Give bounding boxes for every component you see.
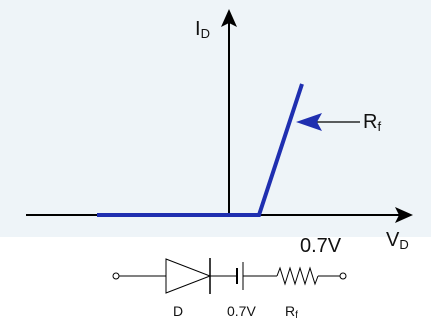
diode-label: D	[173, 303, 183, 319]
left-terminal	[112, 272, 120, 280]
x-axis-arrowhead	[395, 207, 413, 223]
diode-characteristic-curve	[97, 83, 304, 217]
slope-pointer-arrowhead	[296, 113, 322, 131]
equivalent-circuit	[112, 258, 347, 294]
y-axis-arrowhead	[221, 9, 237, 27]
graph-background-panel	[0, 0, 431, 237]
threshold-voltage-label: 0.7V	[300, 235, 342, 257]
resistor-symbol	[276, 266, 319, 286]
x-axis-label: VD	[386, 229, 409, 252]
y-axis-label: ID	[195, 18, 210, 41]
right-terminal	[339, 272, 347, 280]
diode-symbol	[165, 258, 212, 294]
resistor-label: Rf	[285, 303, 298, 321]
slope-label: Rf	[363, 111, 381, 134]
battery-label: 0.7V	[227, 303, 256, 319]
